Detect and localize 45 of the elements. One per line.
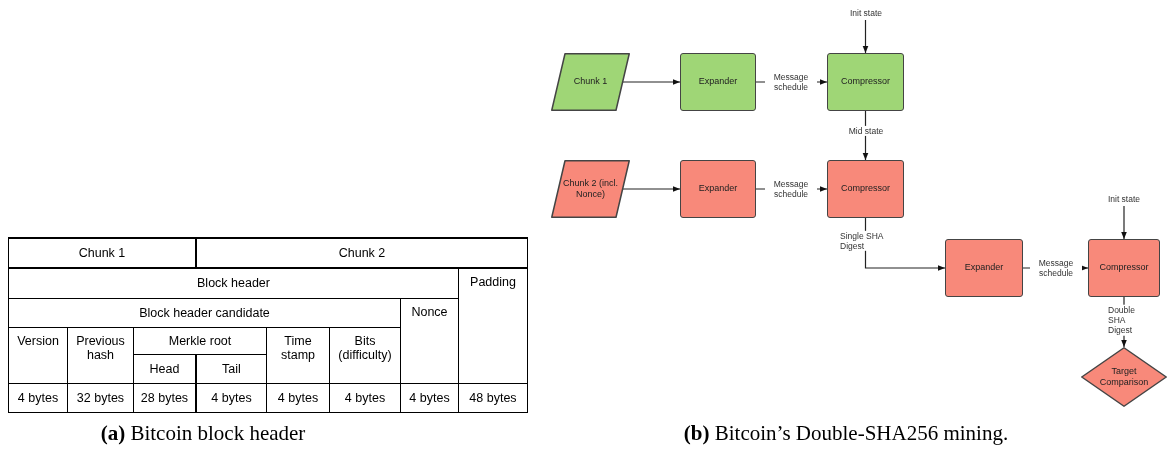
edge-label: Message schedule (765, 178, 817, 200)
arrow (1121, 205, 1127, 240)
table-cell: 32 bytes (68, 384, 134, 413)
arrow (622, 186, 681, 192)
table-cell: Padding (459, 269, 528, 384)
table-cell: Time stamp (267, 328, 330, 384)
figure-caption: (a) Bitcoin block header (100, 421, 306, 446)
process-box: Compressor (827, 160, 904, 218)
table-cell: 4 bytes (267, 384, 330, 413)
node-label: Chunk 1 (572, 76, 609, 88)
table-cell: 4 bytes (9, 384, 68, 413)
edge-label: Message schedule (1030, 257, 1082, 279)
edge-label: Mid state (847, 125, 885, 137)
arrow (622, 79, 681, 85)
table-cell: Block header candidate (9, 299, 401, 328)
node-label: Chunk 2 (incl. Nonce) (562, 177, 619, 201)
table-cell: Merkle root (134, 328, 267, 355)
table-cell: Head (134, 355, 197, 384)
decision-diamond (1081, 347, 1167, 407)
input-label: Init state (836, 6, 896, 20)
edge-label: Message schedule (765, 71, 817, 93)
process-box: Compressor (1088, 239, 1160, 297)
input-parallelogram (551, 53, 630, 111)
table-cell: 4 bytes (401, 384, 459, 413)
table-cell: Version (9, 328, 68, 384)
process-box: Expander (945, 239, 1023, 297)
table-cell: 4 bytes (330, 384, 401, 413)
table-cell: Nonce (401, 299, 459, 384)
process-box: Expander (680, 53, 756, 111)
process-box: Expander (680, 160, 756, 218)
table-cell: Block header (9, 269, 459, 299)
figure-caption: (b) Bitcoin’s Double-SHA256 mining. (683, 421, 1009, 446)
node-label: Target Comparison (1098, 365, 1150, 389)
table-cell: 28 bytes (134, 384, 197, 413)
table-cell: Bits (difficulty) (330, 328, 401, 384)
table-cell: Previous hash (68, 328, 134, 384)
arrow (862, 19, 869, 54)
input-parallelogram (551, 160, 630, 218)
process-box: Compressor (827, 53, 904, 111)
table-cell: Chunk 2 (197, 239, 528, 269)
table-cell: Chunk 1 (9, 239, 197, 269)
table-cell: Tail (197, 355, 267, 384)
input-label: Init state (1094, 192, 1154, 206)
table-cell: 4 bytes (197, 384, 267, 413)
table-cell: 48 bytes (459, 384, 528, 413)
